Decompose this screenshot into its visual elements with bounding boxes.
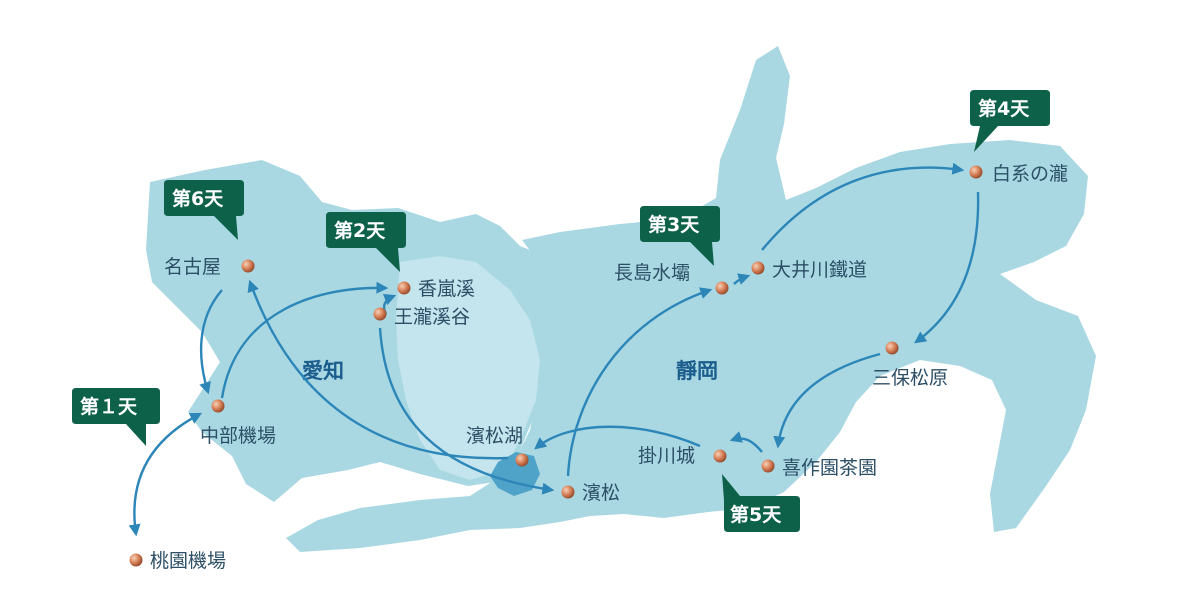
place-label: 香嵐溪 <box>418 278 475 300</box>
badge-bubble-icon <box>640 206 720 266</box>
place-label: 濱松湖 <box>466 425 523 447</box>
marker-dot-icon <box>241 259 255 273</box>
place-label: 濱松 <box>582 482 620 504</box>
place-kisaku-teaen: 喜作園茶園 <box>761 457 877 479</box>
marker-dot-icon <box>373 307 387 321</box>
marker-dot-icon <box>885 341 899 355</box>
badge-bubble-icon <box>72 388 160 446</box>
place-label: 長島水壩 <box>614 262 690 284</box>
day-badge-1: 第１天 <box>72 388 160 446</box>
marker-dot-icon <box>397 281 411 295</box>
route-hamamatsu-nagashima <box>566 287 713 477</box>
day-badge-2: 第2天 <box>326 212 406 272</box>
place-taoyuan-airport: 桃園機場 <box>129 550 226 572</box>
shizuoka-land <box>286 46 1096 552</box>
route-layer <box>128 162 980 537</box>
route-kisaku-kakegawa <box>729 431 763 453</box>
places-layer: 桃園機場 中部機場 名古屋 香嵐溪 王瀧溪谷 濱松湖 濱松 長島水壩 <box>129 163 1068 572</box>
route-miho-kisaku <box>773 352 881 449</box>
land-layer <box>146 46 1096 552</box>
place-label: 喜作園茶園 <box>782 457 877 479</box>
place-oudaki-keikoku: 王瀧溪谷 <box>373 306 470 328</box>
place-kakegawa-castle: 掛川城 <box>638 445 727 467</box>
aichi-inner-light <box>396 256 540 480</box>
place-label: 名古屋 <box>164 256 221 278</box>
place-hamamatsu: 濱松 <box>561 482 620 504</box>
region-label-aichi: 愛知 <box>302 359 344 383</box>
place-label: 三保松原 <box>872 367 948 389</box>
marker-dot-icon <box>761 459 775 473</box>
day-badge-label: 第2天 <box>334 219 386 242</box>
day-badge-4: 第4天 <box>970 90 1050 152</box>
place-korankei: 香嵐溪 <box>397 278 475 300</box>
place-label: 中部機場 <box>200 425 276 447</box>
route-nagashima-oigawa <box>733 273 751 285</box>
place-label: 桃園機場 <box>150 550 226 572</box>
day-badge-3: 第3天 <box>640 206 720 266</box>
badge-bubble-icon <box>970 90 1050 152</box>
marker-dot-icon <box>969 165 983 179</box>
route-chubu-korankei <box>220 281 389 399</box>
place-label: 王瀧溪谷 <box>394 306 470 328</box>
place-label: 大井川鐵道 <box>772 259 867 281</box>
route-shiraito-miho <box>914 191 980 344</box>
badge-bubble-icon <box>722 474 800 532</box>
place-nagashima-dam: 長島水壩 <box>614 262 729 295</box>
route-hamanako-nagoya <box>247 279 509 460</box>
place-shiraito-falls: 白系の瀧 <box>969 163 1068 185</box>
day-badge-6: 第6天 <box>164 180 244 240</box>
marker-dot-icon <box>751 261 765 275</box>
route-kakegawa-hamanako <box>534 425 701 450</box>
marker-dot-icon <box>561 485 575 499</box>
route-oigawa-shiraito <box>761 162 965 251</box>
day-badge-label: 第4天 <box>978 97 1030 120</box>
day-badge-label: 第5天 <box>730 503 782 526</box>
day-badge-label: 第3天 <box>648 213 700 236</box>
day-badge-label: 第6天 <box>172 187 224 210</box>
place-label: 掛川城 <box>638 445 695 467</box>
place-hamanako: 濱松湖 <box>466 425 529 467</box>
route-oudaki-hamamatsu <box>378 327 555 495</box>
place-chubu-airport: 中部機場 <box>200 399 276 447</box>
place-oigawa-railway: 大井川鐵道 <box>751 259 867 281</box>
route-nagoya-chubu <box>199 289 223 395</box>
place-nagoya: 名古屋 <box>164 256 255 278</box>
day-badge-label: 第１天 <box>80 395 138 418</box>
marker-dot-icon <box>211 399 225 413</box>
place-miho-matsubara: 三保松原 <box>872 341 948 389</box>
route-taoyuan-chubu <box>128 412 203 537</box>
badge-bubble-icon <box>326 212 406 272</box>
marker-dot-icon <box>129 553 143 567</box>
day-badge-5: 第5天 <box>722 474 800 532</box>
day-badges: 第１天 第2天 第3天 第4天 第5天 第6天 <box>72 90 1050 532</box>
region-labels: 愛知 靜岡 <box>302 359 718 383</box>
region-label-shizuoka: 靜岡 <box>676 359 718 383</box>
marker-dot-icon <box>515 453 529 467</box>
marker-dot-icon <box>713 449 727 463</box>
place-label: 白系の瀧 <box>992 163 1068 185</box>
badge-bubble-icon <box>164 180 244 240</box>
marker-dot-icon <box>715 281 729 295</box>
